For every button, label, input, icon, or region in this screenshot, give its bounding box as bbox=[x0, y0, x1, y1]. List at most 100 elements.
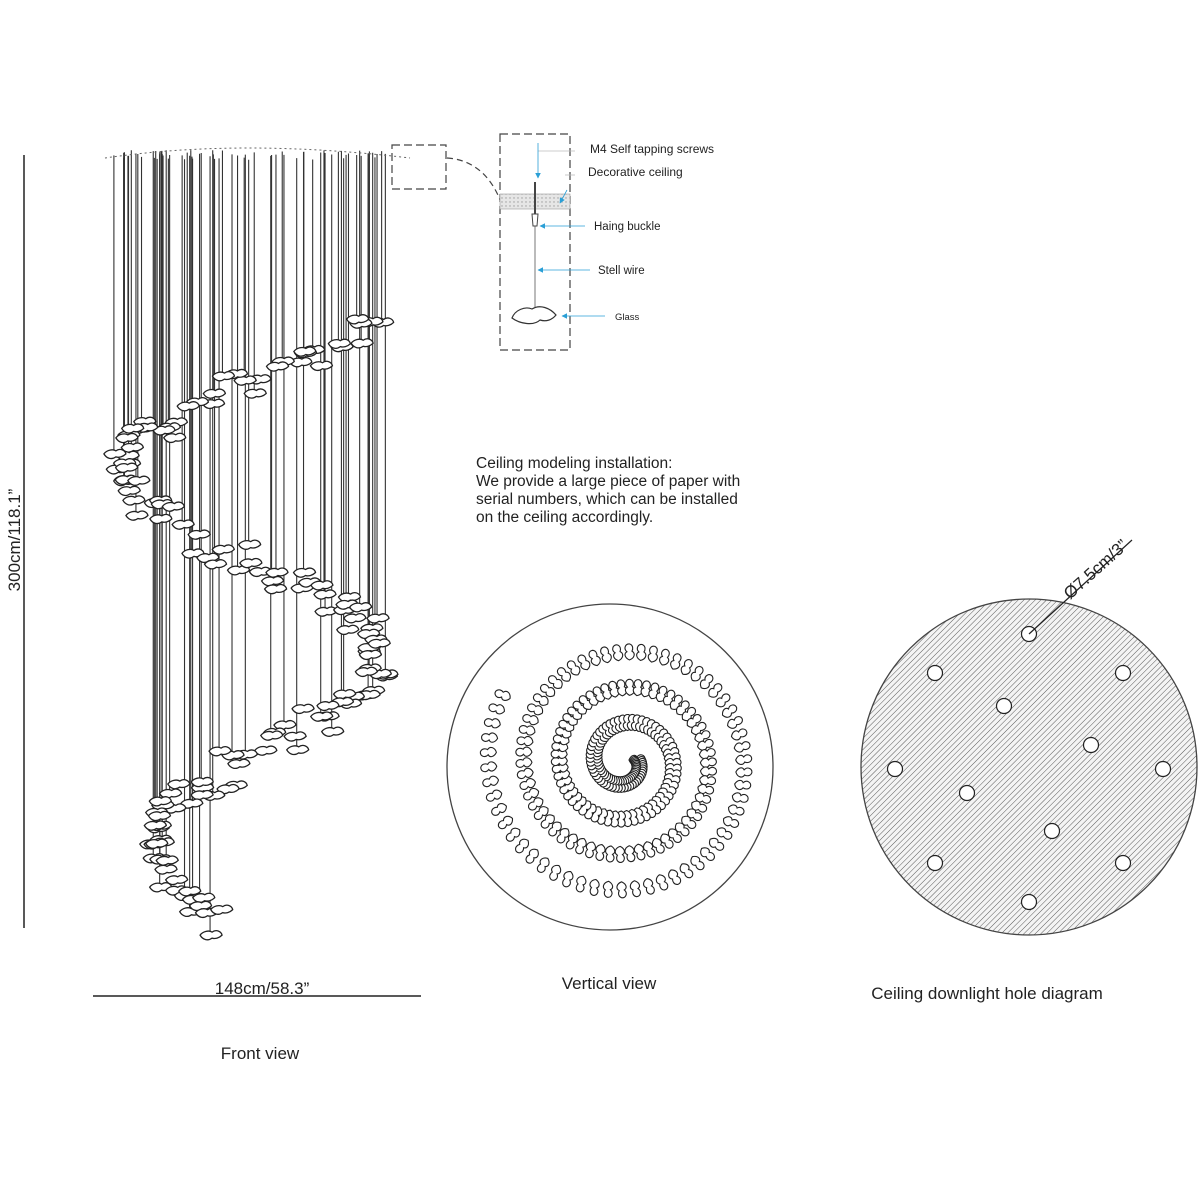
glass-pendant bbox=[239, 557, 263, 569]
downlight-hole bbox=[995, 697, 1013, 715]
spiral-glass bbox=[595, 843, 606, 861]
ceiling-arc bbox=[104, 147, 411, 159]
spiral-glass bbox=[727, 716, 743, 729]
spiral-glass bbox=[728, 804, 745, 816]
spiral-glass bbox=[699, 757, 717, 768]
spiral-glass bbox=[723, 816, 740, 828]
glass-pendant bbox=[358, 649, 383, 661]
spiral-glass bbox=[505, 827, 521, 842]
installation-note: Ceiling modeling installation: We provid… bbox=[476, 455, 796, 527]
downlight-hole bbox=[1082, 736, 1100, 754]
glass-pendant bbox=[208, 746, 232, 757]
glass-pendant bbox=[283, 731, 307, 742]
hole-diagram-title: Ceiling downlight hole diagram bbox=[871, 984, 1103, 1003]
glass-pendant bbox=[292, 567, 317, 578]
spiral-glass bbox=[547, 675, 563, 689]
glass-pendant bbox=[125, 510, 149, 521]
glass-pendant bbox=[187, 529, 211, 540]
spiral-glass bbox=[616, 881, 627, 899]
glass-pendant bbox=[316, 700, 340, 712]
glass-pendant bbox=[211, 544, 235, 555]
spiral-glass bbox=[536, 857, 550, 873]
hole-dimension-label: Ø7.5cm/3” bbox=[1060, 536, 1132, 603]
downlight-hole bbox=[886, 760, 904, 778]
glass-pendant bbox=[309, 360, 334, 372]
glass-pendant bbox=[226, 565, 251, 576]
detail-callout-leader bbox=[446, 157, 503, 206]
spiral-glass bbox=[690, 665, 704, 682]
glass-pendant bbox=[199, 930, 223, 941]
glass-pendants bbox=[103, 314, 399, 941]
glass-pendant bbox=[148, 796, 173, 807]
spiral-glass bbox=[481, 732, 499, 743]
front-view-title: Front view bbox=[221, 1044, 300, 1063]
glass-pendant bbox=[127, 475, 151, 486]
height-dimension-label: 300cm/118.1” bbox=[5, 488, 24, 591]
detail-view: M4 Self tapping screws Decorative ceilin… bbox=[499, 133, 714, 351]
glass-pendant bbox=[164, 874, 189, 886]
glass-pendant bbox=[367, 638, 391, 649]
spiral-glass bbox=[525, 848, 539, 864]
glass-pendant bbox=[202, 388, 227, 399]
spiral-glass bbox=[549, 864, 562, 881]
glass-pendant bbox=[203, 559, 228, 570]
spiral-glass bbox=[647, 645, 658, 663]
spiral-glass bbox=[519, 778, 537, 790]
spiral-glass bbox=[643, 841, 656, 858]
spiral-glass bbox=[491, 803, 507, 816]
spiral-glass bbox=[556, 667, 572, 682]
glass-pendant bbox=[366, 613, 390, 624]
hole-diagram: Ø7.5cm/3” Ceiling downlight hole diagram bbox=[860, 536, 1198, 1003]
detail-frame bbox=[499, 133, 571, 351]
downlight-hole bbox=[1043, 822, 1061, 840]
glass-piece bbox=[511, 306, 557, 325]
hole-dimension-leader bbox=[1028, 539, 1133, 635]
spiral-glass bbox=[670, 653, 682, 670]
spiral-glass bbox=[577, 654, 591, 671]
spiral-glass bbox=[735, 754, 753, 765]
spiral-glass bbox=[733, 741, 751, 753]
spiral-glass bbox=[730, 728, 748, 741]
spiral-glass bbox=[485, 789, 503, 802]
downlight-hole bbox=[1154, 760, 1172, 778]
detail-callout-box bbox=[391, 144, 447, 190]
spiral-glass bbox=[700, 847, 715, 861]
spiral-glass bbox=[566, 660, 581, 676]
glass-pendant bbox=[343, 613, 367, 624]
spiral-glass bbox=[527, 703, 544, 716]
glass-pendant bbox=[162, 432, 187, 444]
vertical-view: Vertical view bbox=[446, 603, 774, 993]
spiral-glass bbox=[735, 767, 753, 778]
glass-pendant bbox=[216, 783, 240, 795]
glass-pendant bbox=[348, 602, 373, 613]
spiral-glass bbox=[614, 845, 625, 863]
spiral-glass bbox=[585, 841, 596, 859]
spiral-glass bbox=[659, 648, 670, 666]
glass-pendant bbox=[154, 864, 178, 875]
downlight-hole bbox=[1114, 854, 1132, 872]
glass-pendant bbox=[354, 666, 379, 678]
label-decorative-ceiling: Decorative ceiling bbox=[588, 165, 683, 179]
glass-pendant bbox=[285, 744, 310, 756]
spiral-glass bbox=[540, 814, 555, 829]
spiral-glass bbox=[533, 806, 549, 820]
installation-line: Ceiling modeling installation: bbox=[476, 455, 673, 472]
spiral-glass bbox=[565, 833, 578, 850]
glass-pendant bbox=[155, 855, 179, 866]
spiral-glass bbox=[612, 644, 624, 662]
spiral-glass bbox=[575, 838, 587, 855]
spiral-glass bbox=[679, 863, 694, 879]
spiral-glass bbox=[523, 787, 540, 801]
spiral-glass bbox=[540, 683, 556, 698]
front-view: 300cm/118.1” 148cm/58.3” Front view bbox=[5, 144, 503, 1063]
spiral-glass bbox=[699, 674, 714, 690]
spiral-glass bbox=[731, 792, 749, 803]
installation-line: on the ceiling accordingly. bbox=[476, 509, 654, 526]
glass-pendant bbox=[211, 371, 236, 382]
glass-pendant bbox=[190, 776, 214, 788]
installation-line: serial numbers, which can be installed bbox=[476, 491, 738, 508]
spiral-glass bbox=[602, 880, 614, 898]
spiral-glass bbox=[690, 855, 705, 871]
spiral-glass bbox=[716, 827, 733, 840]
